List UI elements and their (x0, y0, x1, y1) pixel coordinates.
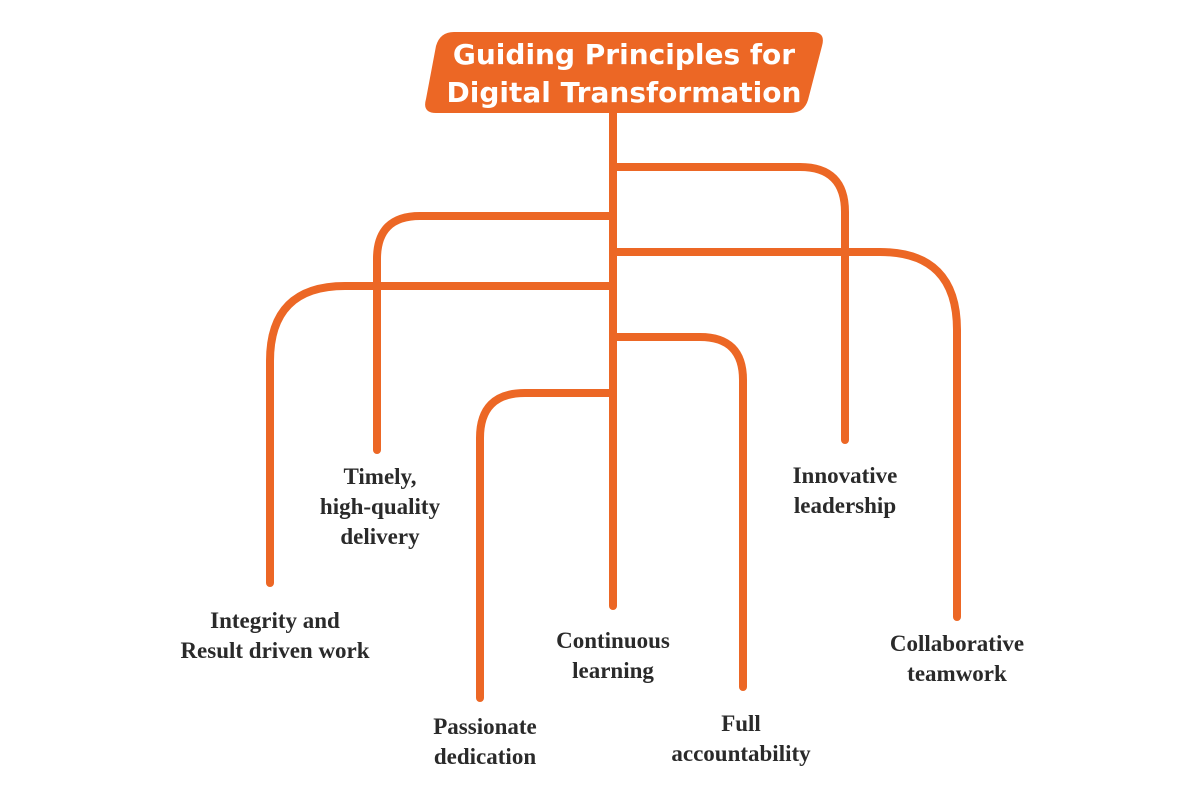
label-full-line-1: Full (721, 711, 761, 736)
label-collaborative-line-2: teamwork (907, 661, 1007, 686)
label-full-line-2: accountability (671, 741, 811, 766)
label-collaborative: Collaborative teamwork (867, 629, 1047, 689)
connector-collaborative (609, 248, 961, 621)
label-timely-line-2: high-quality (319, 494, 441, 519)
connector-full (609, 333, 747, 691)
label-timely-line-3: delivery (340, 524, 420, 549)
connector-integrity (266, 282, 617, 587)
label-collaborative-line-1: Collaborative (889, 631, 1025, 656)
label-passionate: Passionate dedication (405, 712, 565, 772)
label-full: Full accountability (651, 709, 831, 769)
connector-timely (373, 212, 617, 454)
title-line-2: Digital Transformation (447, 76, 802, 109)
label-integrity-line-1: Integrity and (210, 608, 340, 633)
label-timely: Timely, high-quality delivery (300, 462, 460, 552)
connector-innovative (609, 163, 849, 444)
label-continuous: Continuous learning (533, 626, 693, 686)
title-line-1: Guiding Principles for (453, 38, 795, 71)
label-continuous-line-2: learning (572, 658, 654, 683)
label-innovative-line-1: Innovative (792, 463, 898, 488)
label-continuous-line-1: Continuous (556, 628, 670, 653)
label-passionate-line-2: dedication (433, 744, 537, 769)
label-integrity-line-2: Result driven work (180, 638, 370, 663)
label-passionate-line-1: Passionate (433, 714, 537, 739)
connector-passionate (476, 389, 617, 702)
title-box (425, 32, 823, 113)
label-integrity: Integrity and Result driven work (155, 606, 395, 666)
label-timely-line-1: Timely, (343, 464, 417, 489)
label-innovative-line-2: leadership (793, 493, 897, 518)
label-innovative: Innovative leadership (765, 461, 925, 521)
